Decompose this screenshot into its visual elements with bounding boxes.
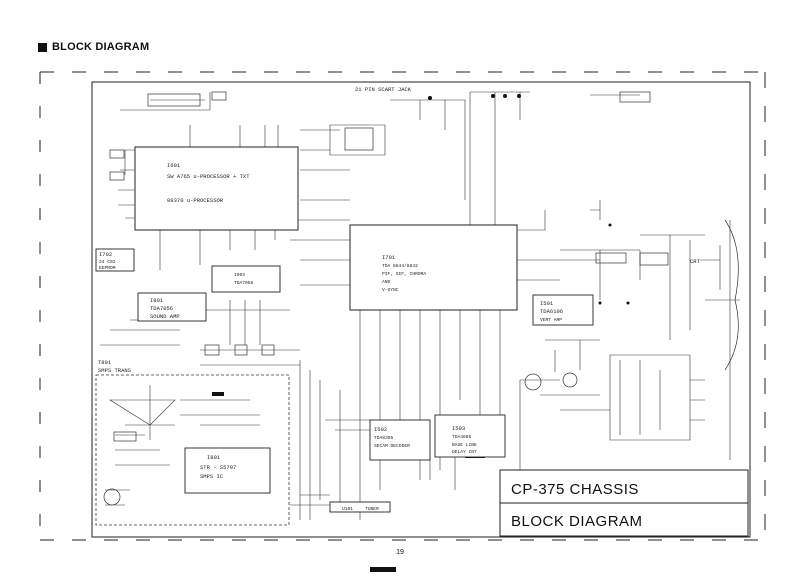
ic-i701-box	[349, 224, 518, 311]
header-title: BLOCK DIAGRAM	[52, 41, 150, 53]
u101-ref: U101	[342, 506, 353, 512]
smps-ic-line1: STR - S5707	[200, 464, 236, 471]
ic-i801-box	[137, 292, 207, 322]
ic-i501-box	[532, 294, 594, 326]
power-region	[95, 374, 290, 526]
i701-line1: TDA 8844/8842	[382, 263, 418, 269]
tuner-box	[329, 501, 391, 513]
i801-ref: I801	[150, 297, 164, 304]
i701-line4: V-SYNC	[382, 287, 399, 293]
smps-ic-ref: I801	[207, 454, 221, 461]
title-line2: BLOCK DIAGRAM	[511, 513, 643, 530]
i801-line2: SOUND AMP	[150, 313, 180, 320]
i701-line3: AND	[382, 279, 391, 285]
page-number: 19	[396, 549, 404, 556]
main-frame	[91, 81, 751, 538]
i601-line1: SW A765 u-PROCESSOR + TXT	[167, 173, 250, 180]
components	[103, 91, 739, 506]
i502-line1: TDA8395	[374, 435, 394, 441]
ic-smps-box	[184, 447, 271, 494]
i503-line1: TDA4665	[452, 434, 472, 440]
i601-line2: 09370 u-PROCESSOR	[167, 197, 224, 204]
i601-ref: I601	[167, 162, 181, 169]
u101-line1: TUNER	[365, 506, 379, 512]
smps-ic-line2: SMPS IC	[200, 473, 224, 480]
outer-border	[39, 71, 766, 541]
ic-i803-box	[211, 265, 281, 293]
page-marker	[370, 567, 396, 572]
i702-ref: I702	[99, 251, 112, 258]
crt-label: CRT	[690, 258, 701, 265]
i501-line1: TDA6106	[540, 308, 563, 315]
i503-ref: I503	[452, 425, 465, 432]
i502-ref: I502	[374, 426, 387, 433]
ic-i503-box	[434, 414, 506, 458]
wiring	[100, 91, 740, 520]
scart-label: 21 PIN SCART JACK	[355, 86, 412, 93]
i503-line2: BASE LINE	[452, 442, 477, 448]
i503-line3: DELAY INT	[452, 449, 477, 455]
header-square-icon	[38, 42, 47, 52]
i803-ref: I803	[234, 272, 245, 278]
i502-line2: SECAM DECODER	[374, 443, 410, 449]
i702-line2: EEPROM	[99, 265, 116, 271]
i501-line2: VERT AMP	[540, 317, 562, 323]
ic-i601-box	[134, 146, 299, 231]
title-line1: CP-375 CHASSIS	[511, 481, 639, 498]
i803-line1: TDA7056	[234, 280, 254, 286]
i501-ref: I501	[540, 300, 554, 307]
i701-ref: I701	[382, 254, 396, 261]
ic-i502-box	[369, 419, 431, 461]
i801-line1: TDA7056	[150, 305, 173, 312]
i701-line2: PIF, SIF, CHROMA	[382, 271, 426, 277]
ic-i702-box	[95, 248, 135, 272]
i702-line1: 24 C02	[99, 259, 116, 265]
t801-line1: SMPS TRANS	[98, 367, 132, 374]
page-header: BLOCK DIAGRAM	[38, 41, 149, 53]
t801-ref: T801	[98, 359, 112, 366]
